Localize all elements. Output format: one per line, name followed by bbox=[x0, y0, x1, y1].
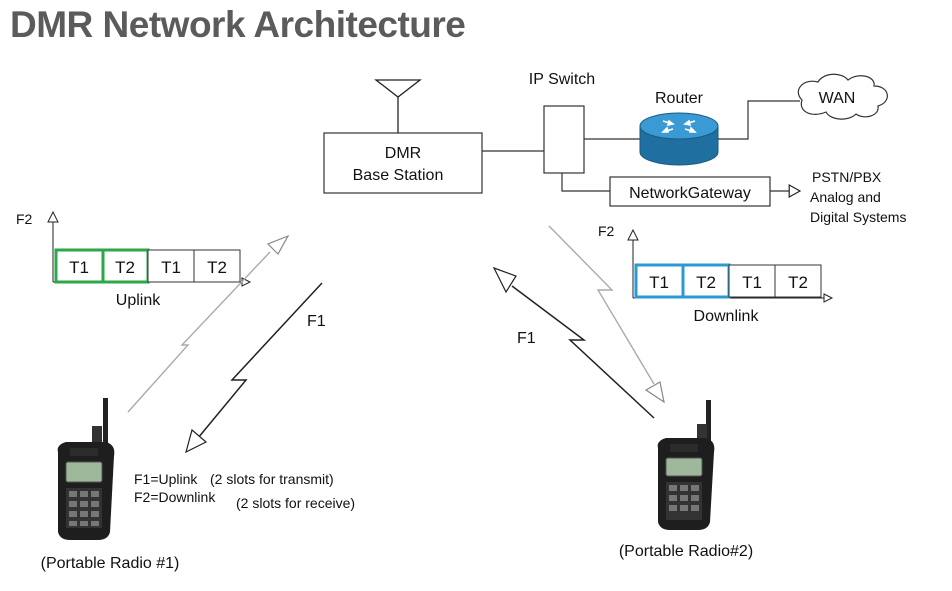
gateway-label: NetworkGateway bbox=[629, 185, 751, 202]
legend-downlink-note: (2 slots for receive) bbox=[236, 495, 355, 511]
base-station: DMR Base Station bbox=[323, 132, 483, 194]
downlink-slot-label: T2 bbox=[788, 273, 808, 292]
right-downlink-signal bbox=[548, 225, 665, 404]
downlink-axis-label: F2 bbox=[598, 223, 615, 239]
uplink-slot bbox=[54, 248, 105, 284]
pstn-label-group: PSTN/PBX Analog and Digital Systems bbox=[810, 169, 906, 225]
uplink-axis-label: F2 bbox=[16, 211, 33, 227]
uplink-slot-label: T1 bbox=[69, 258, 89, 277]
uplink-timeslots: F2 T1 T2 T1 T2 Uplink bbox=[16, 210, 252, 309]
network-gateway: NetworkGateway bbox=[609, 176, 771, 207]
pstn-label-1: PSTN/PBX bbox=[812, 169, 882, 185]
base-station-label-1: DMR bbox=[385, 145, 421, 162]
legend-downlink-key: F2=Downlink bbox=[134, 489, 216, 505]
downlink-slot bbox=[774, 264, 822, 298]
uplink-slot-label: T2 bbox=[207, 258, 227, 277]
page-title: DMR Network Architecture bbox=[10, 4, 466, 45]
ip-switch-label: IP Switch bbox=[529, 71, 595, 88]
portable-radio-2-icon bbox=[657, 400, 715, 530]
downlink-label: Downlink bbox=[694, 308, 760, 325]
ip-switch bbox=[543, 105, 585, 174]
right-uplink-signal bbox=[492, 266, 655, 419]
uplink-slot bbox=[193, 249, 241, 283]
uplink-slot-label: T2 bbox=[115, 258, 135, 277]
portable-radio-1-icon bbox=[57, 398, 115, 540]
f1-label-left: F1 bbox=[307, 313, 326, 330]
legend-uplink-key: F1=Uplink bbox=[134, 471, 198, 487]
wan-cloud-icon: WAN bbox=[797, 73, 888, 120]
legend-uplink-note: (2 slots for transmit) bbox=[210, 471, 334, 487]
uplink-label: Uplink bbox=[116, 292, 161, 309]
pstn-label-3: Digital Systems bbox=[810, 209, 906, 225]
f1-label-right: F1 bbox=[517, 330, 536, 347]
router-label: Router bbox=[655, 90, 704, 107]
radio-1-label: (Portable Radio #1) bbox=[41, 555, 180, 572]
legend: F1=Uplink (2 slots for transmit) F2=Down… bbox=[134, 471, 355, 511]
uplink-slot-label: T1 bbox=[161, 258, 181, 277]
router-icon bbox=[639, 112, 719, 166]
downlink-slot bbox=[728, 264, 776, 298]
base-station-label-2: Base Station bbox=[353, 167, 444, 184]
downlink-slot-label: T1 bbox=[649, 273, 669, 292]
left-uplink-signal bbox=[185, 282, 323, 454]
downlink-slot bbox=[634, 263, 685, 299]
wan-label: WAN bbox=[819, 90, 856, 107]
downlink-slot-label: T1 bbox=[742, 273, 762, 292]
downlink-slot-label: T2 bbox=[696, 273, 716, 292]
radio-2-label: (Portable Radio#2) bbox=[619, 543, 753, 560]
uplink-slot bbox=[147, 249, 195, 283]
downlink-timeslots: F2 T1 T2 T1 T2 Downlink bbox=[598, 223, 834, 325]
pstn-label-2: Analog and bbox=[810, 189, 881, 205]
antenna-icon bbox=[374, 79, 422, 133]
left-downlink-signal bbox=[127, 234, 290, 413]
